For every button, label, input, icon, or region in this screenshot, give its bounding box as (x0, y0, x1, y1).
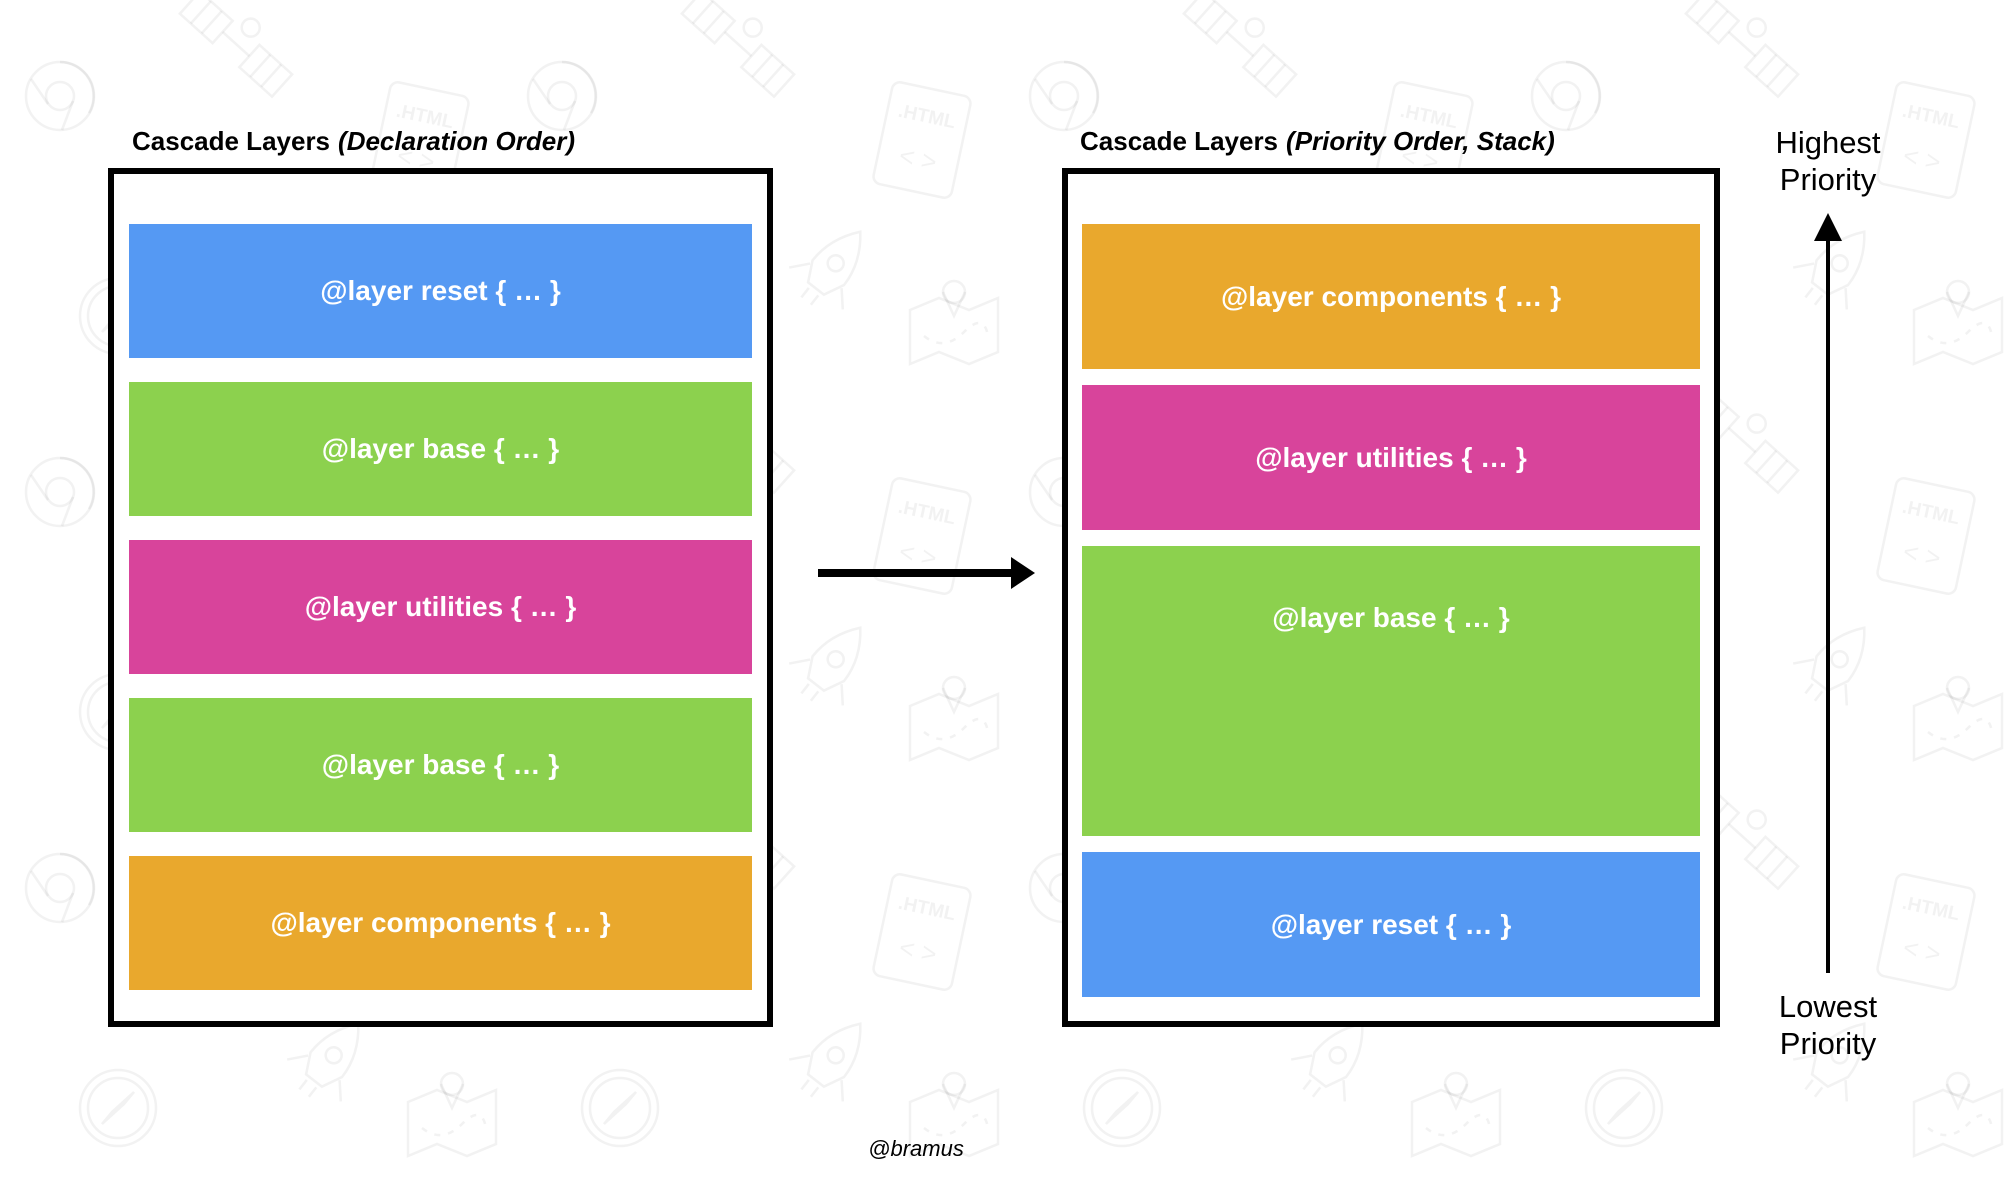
layer-bar-base-2: @layer base { … } (129, 698, 752, 832)
flow-arrow-icon (818, 557, 1035, 589)
layer-bar-utilities: @layer utilities { … } (1082, 385, 1700, 530)
priority-axis-arrow-shaft (1826, 237, 1830, 973)
attribution-handle: @bramus (868, 1136, 964, 1161)
priority-axis-arrow-icon (1812, 213, 1844, 973)
priority-order-title-qualifier: (Priority Order, Stack) (1286, 126, 1555, 156)
priority-order-title: Cascade Layers(Priority Order, Stack) (1080, 126, 1555, 157)
layer-bar-components: @layer components { … } (1082, 224, 1700, 369)
priority-order-box: @layer components { … } @layer utilities… (1062, 168, 1720, 1027)
layer-bar-reset: @layer reset { … } (1082, 852, 1700, 997)
declaration-order-title-main: Cascade Layers (132, 126, 331, 156)
declaration-order-title: Cascade Layers(Declaration Order) (132, 126, 575, 157)
layer-bar-reset: @layer reset { … } (129, 224, 752, 358)
highest-priority-label: Highest Priority (1775, 125, 1881, 197)
layer-bar-label: @layer reset { … } (1270, 908, 1512, 940)
flow-arrow-shaft (818, 569, 1014, 577)
layer-bar-label: @layer components { … } (1220, 280, 1562, 312)
priority-axis-arrow-head (1814, 213, 1842, 241)
layer-bar-label: @layer utilities { … } (304, 591, 577, 622)
layer-bar-components: @layer components { … } (129, 856, 752, 990)
layer-bar-label: @layer utilities { … } (1255, 441, 1527, 473)
lowest-priority-label: Lowest Priority (1778, 989, 1878, 1061)
layer-bar-label: @layer base { … } (321, 433, 560, 464)
layer-bar-label: @layer components { … } (270, 907, 611, 938)
layer-bar-label: @layer base { … } (1272, 602, 1510, 633)
declaration-order-title-qualifier: (Declaration Order) (338, 126, 575, 156)
layer-bar-base-merged: @layer base { … } (1082, 546, 1700, 836)
flow-arrow-head (1011, 557, 1035, 589)
priority-order-title-main: Cascade Layers (1080, 126, 1279, 156)
layer-bar-label: @layer base { … } (321, 749, 560, 780)
declaration-order-box: @layer reset { … } @layer base { … } @la… (108, 168, 773, 1027)
layer-bar-label: @layer reset { … } (320, 275, 561, 306)
layer-bar-utilities: @layer utilities { … } (129, 540, 752, 674)
layer-bar-base: @layer base { … } (129, 382, 752, 516)
